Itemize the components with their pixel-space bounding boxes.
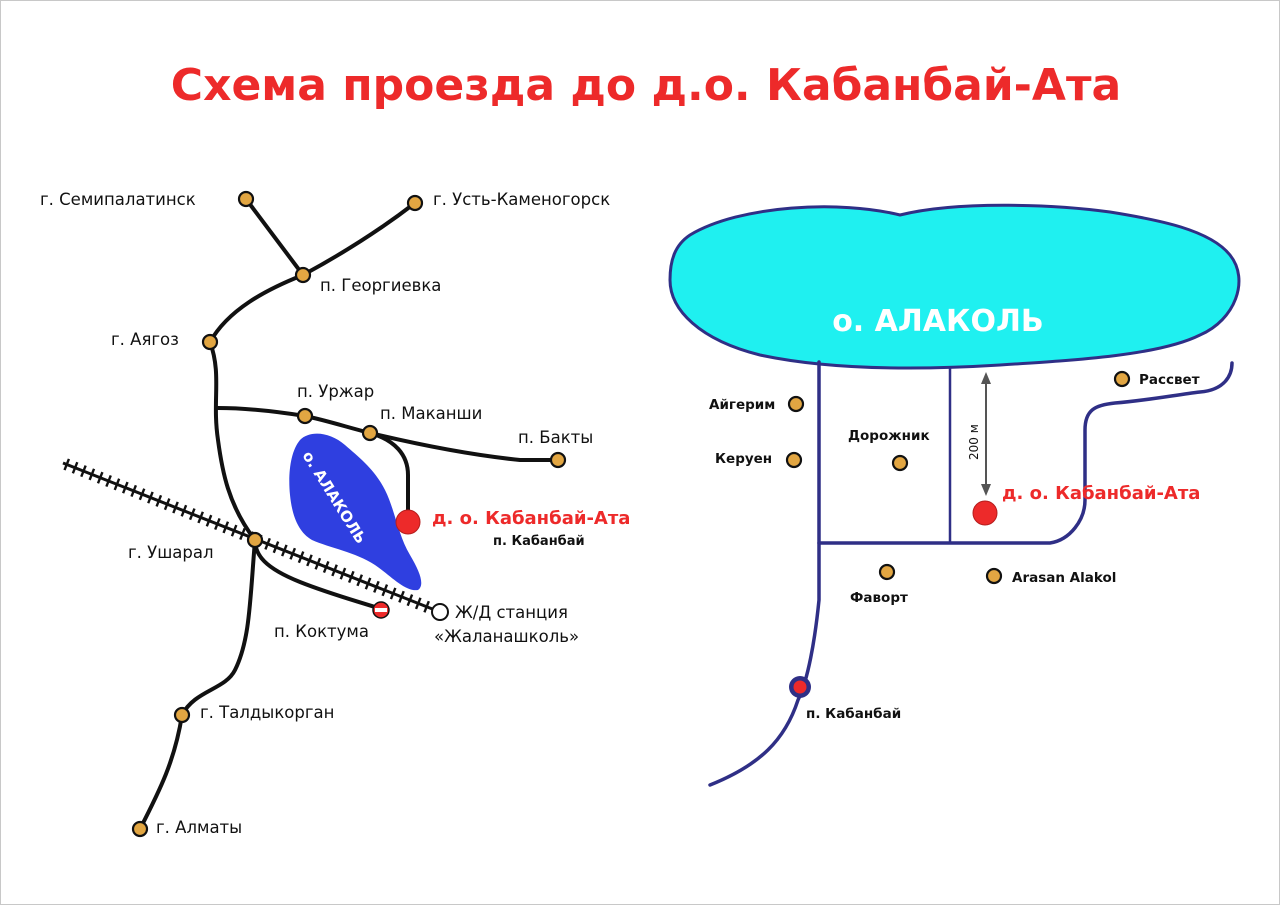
rail-tie <box>356 574 363 587</box>
right-roads <box>708 360 1234 787</box>
rail-tie <box>406 594 414 607</box>
rail-tie <box>163 498 171 511</box>
label-rassvet: Рассвет <box>1139 372 1200 388</box>
left-lake-alakol <box>289 433 422 591</box>
map-title: Схема проезда до д.о. Кабанбай-Ата <box>171 60 1121 111</box>
right-lake-alakol <box>668 203 1241 370</box>
label-arasan: Arasan Alakol <box>1012 570 1116 586</box>
label-usharal: г. Ушарал <box>128 543 214 562</box>
node-ust-kamenogorsk <box>406 194 424 212</box>
rail-tie <box>239 527 246 540</box>
right-detail-map: о. АЛАКОЛЬ 200 м Айгерим Керуен <box>668 203 1241 787</box>
rail-tie <box>398 590 405 603</box>
rail-tie <box>205 514 213 527</box>
label-georgievka: п. Георгиевка <box>320 276 441 295</box>
node-taldykorgan <box>173 706 191 724</box>
node-aigerim <box>787 395 805 413</box>
label-taldykorgan: г. Талдыкорган <box>200 703 334 722</box>
rail-tie <box>281 544 288 557</box>
rail-tie <box>222 521 230 534</box>
village-kabanbai-marker <box>789 676 811 698</box>
rail-tie <box>297 551 305 564</box>
left-destination-sublabel: п. Кабанбай <box>493 534 585 549</box>
distance-arrow <box>981 372 991 496</box>
rail-tie <box>414 597 422 610</box>
rail-tie <box>289 547 297 560</box>
rail-tie <box>138 488 146 501</box>
rail-tie <box>188 508 196 521</box>
node-urzhar <box>296 407 314 425</box>
rail-tie <box>147 491 154 504</box>
label-aigerim: Айгерим <box>709 397 775 413</box>
rail-tie <box>389 587 397 600</box>
node-almaty <box>131 820 149 838</box>
label-semipalatinsk: г. Семипалатинск <box>40 190 196 209</box>
rail-tie <box>264 537 271 550</box>
node-arasan <box>985 567 1003 585</box>
rail-tie <box>314 557 322 570</box>
label-favort: Фаворт <box>850 590 908 606</box>
rail-tie <box>155 494 163 507</box>
railway-line <box>62 458 441 614</box>
left-overview-map: о. АЛАКОЛЬ <box>40 190 630 838</box>
rail-tie <box>322 560 330 574</box>
right-destination-marker <box>972 500 998 526</box>
node-semipalatinsk <box>237 190 255 208</box>
rail-tie <box>121 481 129 494</box>
rail-tie <box>347 570 355 583</box>
label-keruen: Керуен <box>715 451 772 467</box>
label-makanshi: п. Маканши <box>380 404 482 423</box>
rail-tie <box>381 584 389 597</box>
left-destination-marker <box>395 509 421 535</box>
rail-tie <box>331 564 338 577</box>
label-station-line1: Ж/Д станция <box>455 603 568 622</box>
rail-tie <box>130 484 138 497</box>
label-dorozhnik: Дорожник <box>848 428 930 444</box>
label-bakty: п. Бакты <box>518 428 593 447</box>
label-ust-kamenogorsk: г. Усть-Каменогорск <box>433 190 610 209</box>
rail-tie <box>96 471 104 484</box>
label-urzhar: п. Уржар <box>297 382 374 401</box>
node-dorozhnik <box>891 454 909 472</box>
station-node <box>431 603 449 621</box>
left-roads <box>138 197 560 831</box>
label-almaty: г. Алматы <box>156 818 242 837</box>
rail-tie <box>364 577 372 590</box>
rail-tie <box>113 478 121 491</box>
label-station-line2: «Жаланашколь» <box>434 627 579 646</box>
rail-tie <box>230 524 238 537</box>
rail-tie <box>339 567 347 580</box>
left-destination-label: д. о. Кабанбай-Ата <box>432 508 630 529</box>
rail-tie <box>197 511 204 524</box>
right-destination-label: д. о. Кабанбай-Ата <box>1002 483 1200 504</box>
rail-tie <box>172 501 179 514</box>
koktuma-no-entry-icon <box>372 601 390 619</box>
node-georgievka <box>294 266 312 284</box>
node-ayagoz <box>201 333 219 351</box>
label-ayagoz: г. Аягоз <box>111 330 179 349</box>
label-village-kabanbai: п. Кабанбай <box>806 706 901 722</box>
rail-tie <box>272 541 280 554</box>
rail-tie <box>63 458 71 471</box>
rail-tie <box>71 461 79 474</box>
rail-tie <box>80 465 87 478</box>
distance-label: 200 м <box>967 424 981 460</box>
right-lake-label: о. АЛАКОЛЬ <box>832 304 1044 339</box>
node-rassvet <box>1113 370 1131 388</box>
label-koktuma: п. Коктума <box>274 622 369 641</box>
node-usharal <box>246 531 264 549</box>
node-favort <box>878 563 896 581</box>
node-keruen <box>785 451 803 469</box>
rail-tie <box>214 517 221 531</box>
node-makanshi <box>361 424 379 442</box>
rail-tie <box>105 474 112 488</box>
rail-tie <box>373 580 380 593</box>
rail-tie <box>180 504 188 517</box>
rail-tie <box>88 468 96 481</box>
rail-tie <box>306 554 313 567</box>
rail-tie <box>423 600 430 613</box>
node-bakty <box>549 451 567 469</box>
